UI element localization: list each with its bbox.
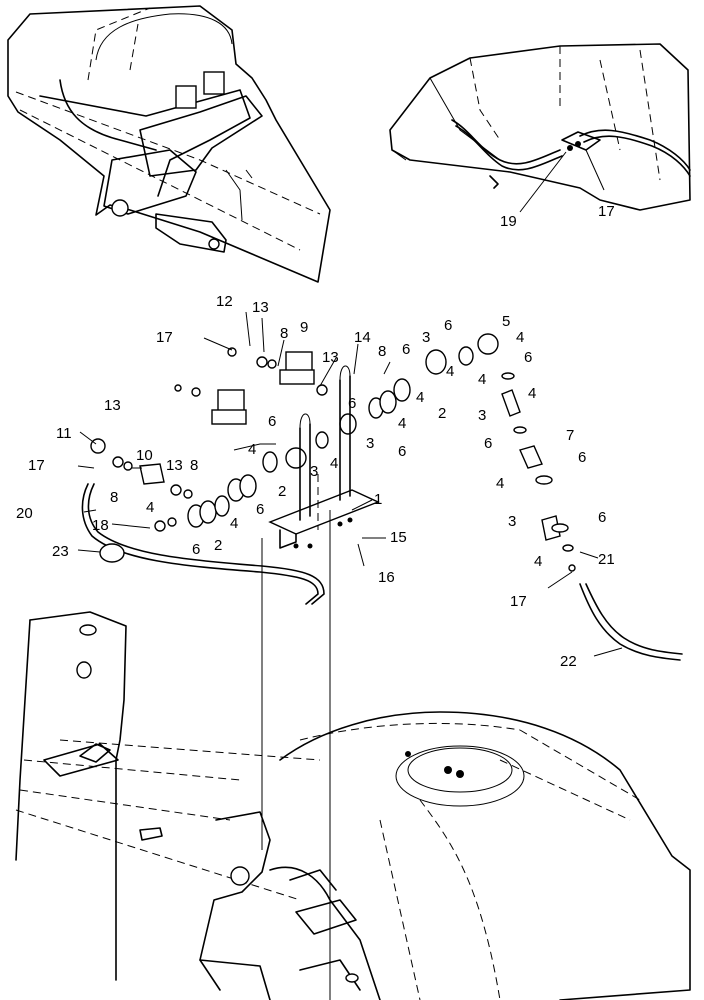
callout-2: 2 xyxy=(214,537,222,554)
callout-6: 6 xyxy=(268,413,276,430)
fitting-stack xyxy=(501,372,576,572)
machine-overview-view xyxy=(7,5,331,283)
callout-20: 20 xyxy=(16,505,33,522)
callout-13: 13 xyxy=(252,299,269,316)
callout-4: 4 xyxy=(516,329,524,346)
callout-3: 3 xyxy=(366,435,374,452)
callout-8: 8 xyxy=(190,457,198,474)
reference-lines xyxy=(233,443,331,1000)
callout-7: 7 xyxy=(566,427,574,444)
callout-14: 14 xyxy=(354,329,371,346)
callout-4: 4 xyxy=(534,553,542,570)
callout-12: 12 xyxy=(216,293,233,310)
callout-23: 23 xyxy=(52,543,69,560)
callout-4: 4 xyxy=(146,499,154,516)
mounting-bracket xyxy=(268,365,380,549)
callout-6: 6 xyxy=(348,395,356,412)
inset-detail-view xyxy=(389,43,691,211)
callout-6: 6 xyxy=(444,317,452,334)
callout-labels: 12 13 9 17 8 14 13 8 3 6 5 4 6 6 4 4 4 2… xyxy=(16,203,615,670)
callout-21: 21 xyxy=(598,551,615,568)
callout-10: 10 xyxy=(136,447,153,464)
callout-8: 8 xyxy=(378,343,386,360)
callout-15: 15 xyxy=(390,529,407,546)
callout-4: 4 xyxy=(398,415,406,432)
callout-4: 4 xyxy=(416,389,424,406)
callout-4: 4 xyxy=(496,475,504,492)
callout-3: 3 xyxy=(478,407,486,424)
callout-6: 6 xyxy=(192,541,200,558)
callout-6: 6 xyxy=(598,509,606,526)
callout-8: 8 xyxy=(110,489,118,506)
callout-6: 6 xyxy=(256,501,264,518)
callout-17: 17 xyxy=(28,457,45,474)
callout-5: 5 xyxy=(502,313,510,330)
callout-11: 11 xyxy=(56,425,72,442)
callout-9: 9 xyxy=(300,319,308,336)
callout-6: 6 xyxy=(398,443,406,460)
callout-17: 17 xyxy=(598,203,615,220)
hose-items xyxy=(81,483,683,661)
callout-2: 2 xyxy=(278,483,286,500)
callout-6: 6 xyxy=(578,449,586,466)
callout-13: 13 xyxy=(104,397,121,414)
callout-22: 22 xyxy=(560,653,577,670)
callout-13: 13 xyxy=(322,349,339,366)
callout-18: 18 xyxy=(92,517,109,534)
callout-19: 19 xyxy=(500,213,517,230)
callout-8: 8 xyxy=(280,325,288,342)
callout-3: 3 xyxy=(310,463,318,480)
callout-13: 13 xyxy=(166,457,183,474)
callout-17: 17 xyxy=(156,329,173,346)
callout-4: 4 xyxy=(248,441,256,458)
callout-3: 3 xyxy=(508,513,516,530)
callout-6: 6 xyxy=(402,341,410,358)
callout-2: 2 xyxy=(438,405,446,422)
callout-4: 4 xyxy=(330,455,338,472)
valve-assembly xyxy=(90,333,499,532)
callout-6: 6 xyxy=(484,435,492,452)
callout-leaders xyxy=(77,149,623,657)
callout-4: 4 xyxy=(446,363,454,380)
callout-4: 4 xyxy=(528,385,536,402)
callout-17: 17 xyxy=(510,593,527,610)
callout-4: 4 xyxy=(230,515,238,532)
tractor-rear-view xyxy=(15,611,691,1000)
callout-4: 4 xyxy=(478,371,486,388)
callout-3: 3 xyxy=(422,329,430,346)
callout-16: 16 xyxy=(378,569,395,586)
callout-6: 6 xyxy=(524,349,532,366)
callout-1: 1 xyxy=(374,491,382,508)
